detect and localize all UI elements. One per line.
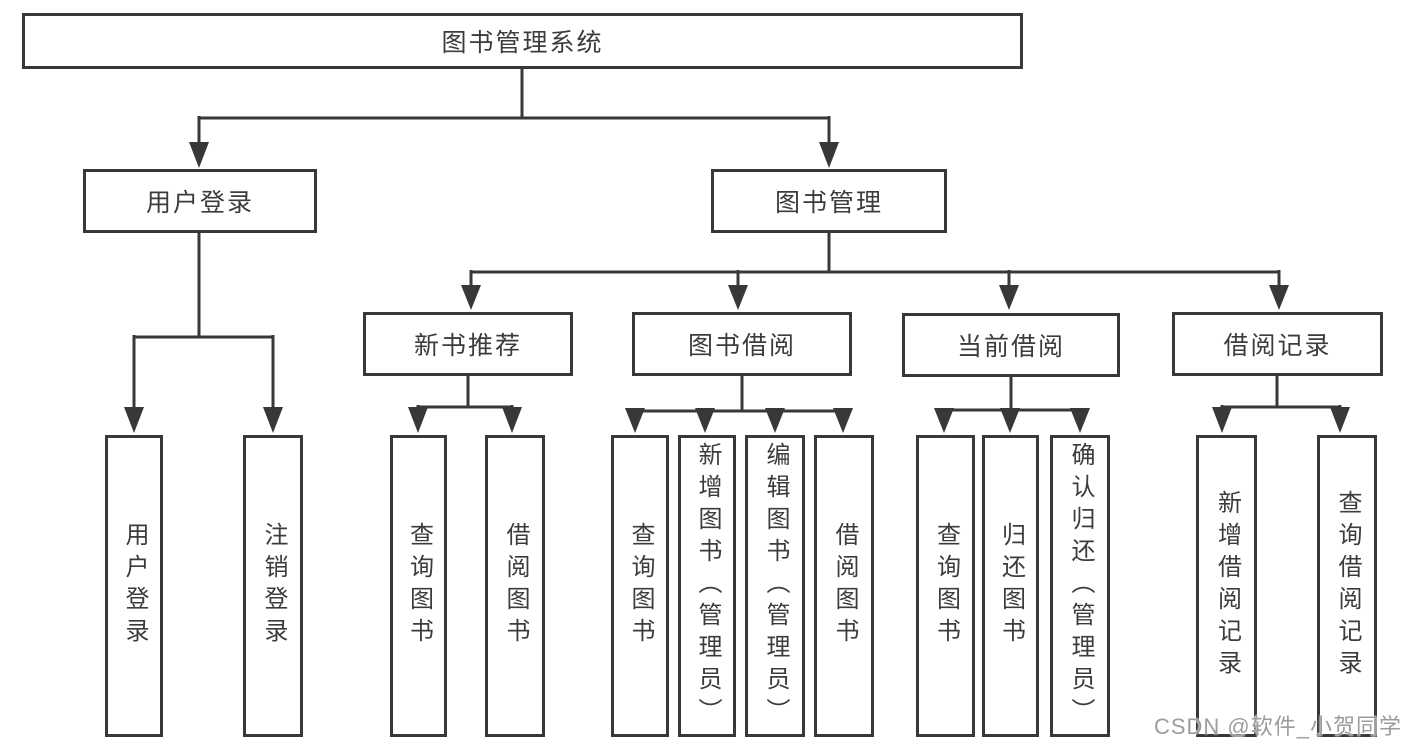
node-user-login: 用户登录 (83, 169, 317, 233)
arrowhead (124, 407, 144, 433)
leaf-logout: 注销登录 (243, 435, 303, 737)
arrowhead (461, 285, 481, 310)
connector-line (469, 233, 1281, 288)
arrowhead (1212, 407, 1232, 433)
arrowhead (728, 285, 748, 310)
leaf-return-books: 归还图书 (982, 435, 1039, 737)
leaf-query-borrow-record: 查询借阅记录 (1317, 435, 1377, 737)
leaf-borrow-books: 借阅图书 (814, 435, 874, 737)
leaf-query-books: 查询图书 (611, 435, 669, 737)
csdn-watermark: CSDN @软件_小贺同学 (1153, 714, 1402, 739)
connector-line (416, 376, 514, 410)
arrowhead (765, 408, 785, 433)
connector-borrow-record-children (1212, 376, 1350, 433)
arrowhead (189, 142, 209, 168)
leaf-confirm-return-admin: 确认归还（管理员） (1050, 435, 1110, 737)
connector-user-login-children (124, 233, 283, 433)
leaf-add-borrow-record: 新增借阅记录 (1196, 435, 1257, 737)
leaf-edit-books-admin: 编辑图书（管理员） (745, 435, 805, 737)
node-new-book-recommend: 新书推荐 (363, 312, 573, 376)
leaf-query-books: 查询图书 (390, 435, 447, 737)
arrowhead (999, 285, 1019, 310)
connector-root-to-level2 (189, 69, 839, 168)
arrowhead (1269, 285, 1289, 310)
arrowhead (695, 408, 715, 433)
node-borrow-records: 借阅记录 (1172, 312, 1383, 376)
connector-line (197, 69, 831, 146)
arrowhead (934, 408, 954, 433)
leaf-user-login: 用户登录 (105, 435, 163, 737)
connector-line (132, 233, 275, 409)
node-book-borrowing: 图书借阅 (632, 312, 852, 376)
arrowhead (1070, 408, 1090, 433)
node-book-management: 图书管理 (711, 169, 947, 233)
arrowhead (502, 407, 522, 433)
connector-line (1220, 376, 1342, 410)
leaf-add-books-admin: 新增图书（管理员） (678, 435, 736, 737)
node-library-management-system: 图书管理系统 (22, 13, 1023, 69)
leaf-borrow-books: 借阅图书 (485, 435, 545, 737)
connector-line (633, 376, 845, 413)
node-current-borrowing: 当前借阅 (902, 313, 1120, 377)
connector-book-mgmt-children (461, 233, 1289, 310)
arrowhead (625, 408, 645, 433)
arrowhead (263, 407, 283, 433)
arrowhead (1000, 408, 1020, 433)
arrowhead (1330, 407, 1350, 433)
arrowhead (833, 408, 853, 433)
leaf-query-books: 查询图书 (916, 435, 975, 737)
arrowhead (408, 407, 428, 433)
connector-line (942, 377, 1082, 412)
arrowhead (819, 142, 839, 168)
connector-book-borrow-children (625, 376, 853, 433)
connector-new-rec-children (408, 376, 522, 433)
connector-current-borrow-children (934, 377, 1090, 433)
